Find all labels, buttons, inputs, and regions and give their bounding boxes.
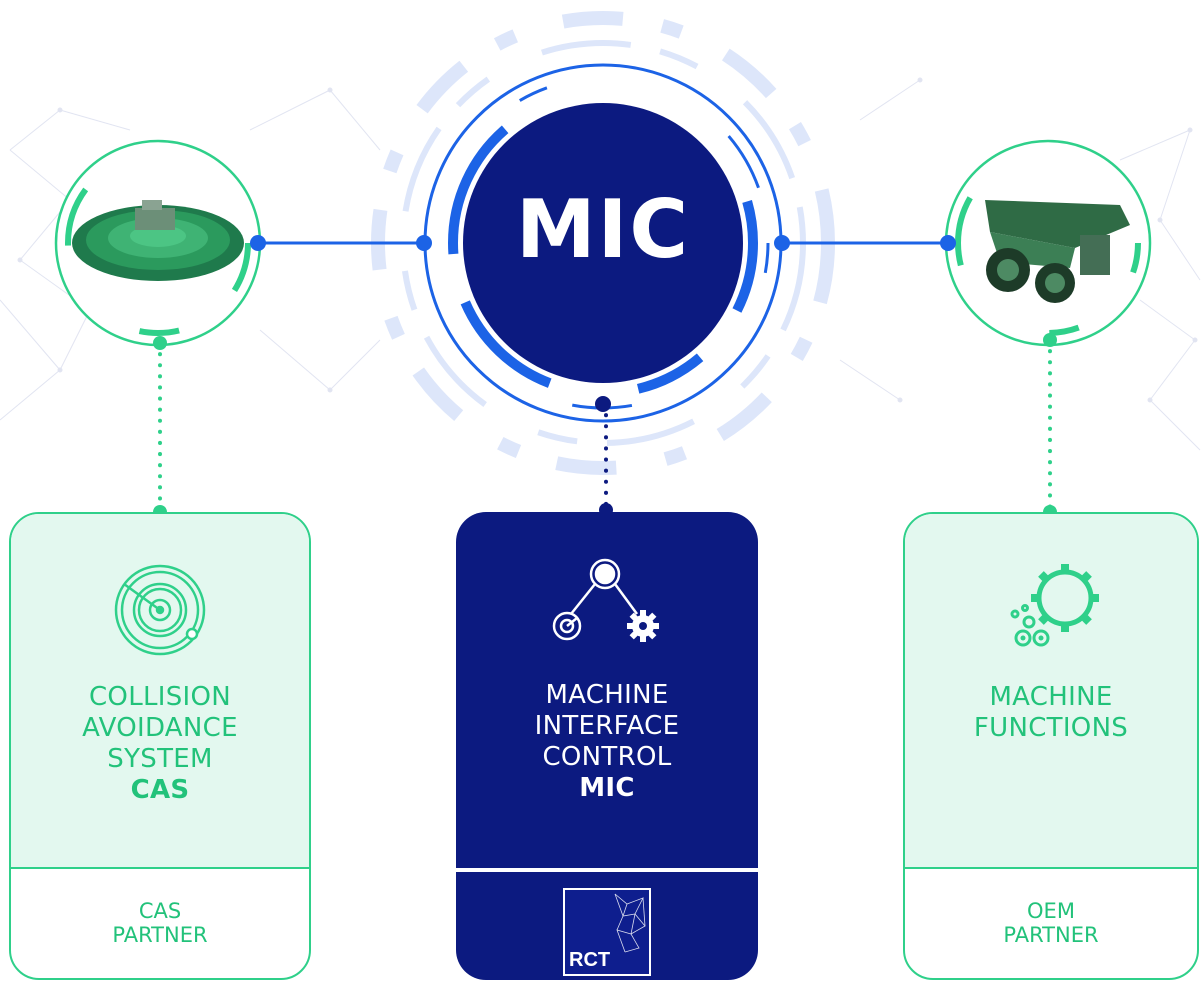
cas-partner-line-2: PARTNER <box>112 923 208 947</box>
mic-panel-body: MACHINE INTERFACE CONTROL MIC <box>456 512 758 868</box>
oem-partner-line-1: OEM <box>1027 899 1075 923</box>
oem-partner-line-2: PARTNER <box>1003 923 1099 947</box>
cas-panel-text: COLLISION AVOIDANCE SYSTEM CAS <box>11 682 309 806</box>
mic-line-3: CONTROL <box>542 742 672 772</box>
oem-panel: MACHINE FUNCTIONS OEM PARTNER <box>903 512 1199 980</box>
oem-node <box>940 139 1152 347</box>
mic-hub <box>423 63 783 423</box>
oem-line-2: FUNCTIONS <box>973 713 1129 743</box>
network-gear-icon <box>552 558 659 642</box>
cas-node <box>54 139 266 347</box>
mic-line-2: INTERFACE <box>534 711 680 741</box>
cas-line-3: SYSTEM <box>107 744 213 774</box>
mic-acronym: MIC <box>579 773 635 803</box>
mic-hub-title: MIC <box>515 183 691 276</box>
oem-line-1: MACHINE <box>989 682 1113 712</box>
oem-panel-text: MACHINE FUNCTIONS <box>905 682 1197 744</box>
cas-acronym: CAS <box>130 775 190 805</box>
cas-line-1: COLLISION <box>88 682 232 712</box>
rct-logo: RCT <box>563 888 651 976</box>
gears-icon <box>1010 564 1099 647</box>
mic-line-1: MACHINE <box>545 680 669 710</box>
cas-partner-line-1: CAS <box>138 899 182 923</box>
network-mesh-right <box>839 77 1201 451</box>
mic-panel: MACHINE INTERFACE CONTROL MIC <box>456 512 758 980</box>
radar-icon <box>114 564 206 656</box>
mic-panel-text: MACHINE INTERFACE CONTROL MIC <box>456 680 758 804</box>
cas-line-2: AVOIDANCE <box>82 713 238 743</box>
cas-panel: COLLISION AVOIDANCE SYSTEM CAS CAS PARTN… <box>9 512 311 980</box>
rct-logo-mesh <box>614 893 646 953</box>
cas-partner-section: CAS PARTNER <box>11 868 309 978</box>
oem-partner-section: OEM PARTNER <box>905 868 1197 978</box>
rct-logo-text: RCT <box>569 949 611 971</box>
mic-connector-dots <box>416 235 790 412</box>
cas-panel-body: COLLISION AVOIDANCE SYSTEM CAS <box>11 514 309 869</box>
mic-logo-section <box>456 868 758 980</box>
oem-panel-body: MACHINE FUNCTIONS <box>905 514 1197 869</box>
